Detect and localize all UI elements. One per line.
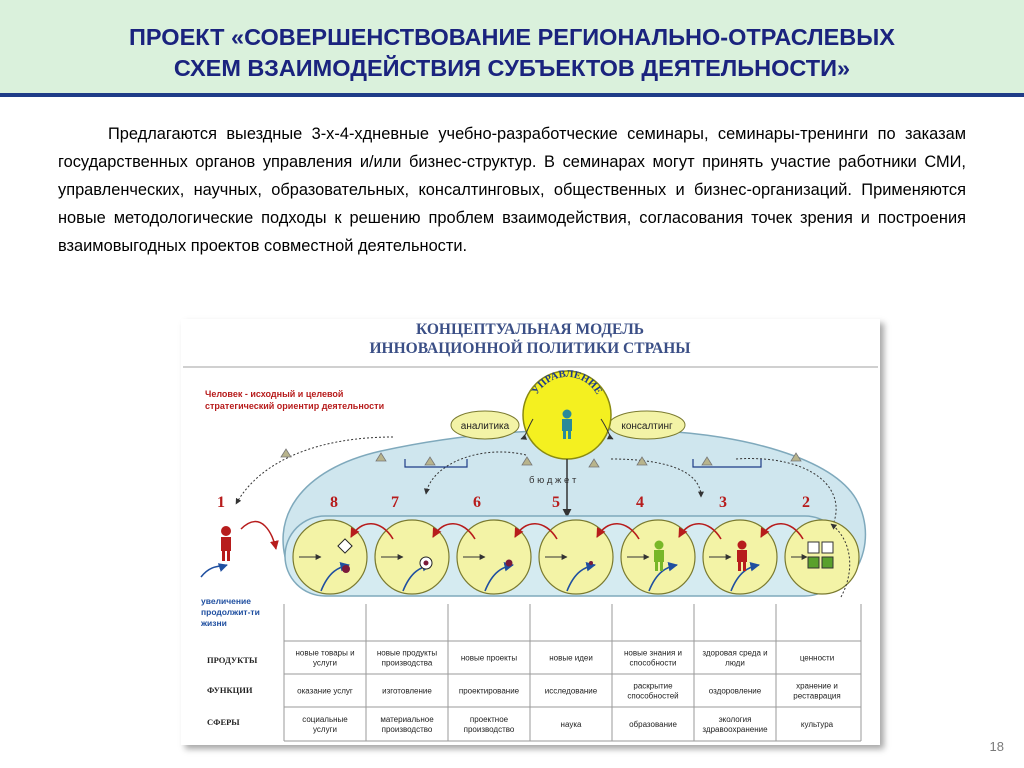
row-label-functions: ФУНКЦИИ xyxy=(207,685,253,695)
values-loop-arrow xyxy=(830,523,851,598)
life-label-line-3: жизни xyxy=(200,618,227,628)
consulting-label: консалтинг xyxy=(621,421,673,432)
cycle-number: 2 xyxy=(802,494,810,511)
triangle-marker xyxy=(424,456,436,466)
slide-title-line-2: СХЕМ ВЗАИМОДЕЙСТВИЯ СУБЪЕКТОВ ДЕЯТЕЛЬНОС… xyxy=(173,55,851,81)
cycle-number: 6 xyxy=(473,494,481,511)
orbit-arrow-left xyxy=(235,436,394,505)
human-start-icon xyxy=(221,526,231,561)
red-link xyxy=(432,522,476,540)
service-symbol-icon xyxy=(337,538,353,554)
learner-person-icon xyxy=(654,540,664,571)
red-link xyxy=(596,522,640,540)
cycle-number: 3 xyxy=(719,494,727,511)
table-cell-spheres: культура xyxy=(801,720,834,729)
production-dot-icon xyxy=(342,565,350,573)
cycle-number: 8 xyxy=(330,494,338,511)
orbit-arrow-right xyxy=(735,458,837,530)
values-grid-icon xyxy=(807,541,834,569)
triangle-marker xyxy=(588,458,600,468)
table-cell-functions: проектирование xyxy=(459,687,520,696)
description-paragraph: Предлагаются выездные 3-х-4-хдневные уче… xyxy=(58,125,966,255)
cycle-number: 5 xyxy=(552,494,560,511)
analytics-label: аналитика xyxy=(461,421,510,432)
concept-model-figure: КОНЦЕПТУАЛЬНАЯ МОДЕЛЬ ИННОВАЦИОННОЙ ПОЛИ… xyxy=(181,319,880,745)
blue-link xyxy=(566,561,596,592)
life-label-line-2: продолжит-ти xyxy=(201,607,260,617)
red-link xyxy=(514,522,558,540)
triangle-marker xyxy=(701,456,713,466)
diagram-title-line-1: КОНЦЕПТУАЛЬНАЯ МОДЕЛЬ xyxy=(416,321,644,338)
blue-link xyxy=(648,561,678,592)
product-core-icon xyxy=(423,560,429,566)
manager-person-icon xyxy=(562,409,572,439)
cycle-number-start: 1 xyxy=(217,494,225,511)
slide-title-line-1: ПРОЕКТ «СОВЕРШЕНСТВОВАНИЕ РЕГИОНАЛЬНО-ОТ… xyxy=(129,24,895,50)
triangle-marker xyxy=(790,452,802,462)
life-label-line-1: увеличение xyxy=(201,596,251,606)
resource-triangles xyxy=(280,448,802,468)
slide-header xyxy=(0,0,1024,93)
analytics-node xyxy=(450,410,520,440)
project-dot-icon xyxy=(505,559,513,567)
budget-label: б ю д ж е т xyxy=(529,475,577,486)
idea-dot-icon xyxy=(589,561,593,565)
table-cell-spheres: образование xyxy=(629,720,677,729)
orbit-arrow-mid-right xyxy=(610,458,704,498)
budget-bracket-left xyxy=(404,459,468,468)
human-to-cycle-arrow xyxy=(240,520,279,550)
triangle-marker xyxy=(280,448,292,458)
triangle-marker xyxy=(521,456,533,466)
table-cell-functions: оздоровление xyxy=(709,687,762,696)
human-note-line-1: Человек - исходный и целевой xyxy=(205,389,343,399)
cycle-red-links xyxy=(350,522,804,540)
cycle-numbers: 8 7 6 5 4 3 2 xyxy=(330,494,810,511)
red-link xyxy=(678,522,722,540)
mgmt-to-consulting-arrow xyxy=(600,418,614,440)
cycle-number: 7 xyxy=(391,494,399,511)
budget-bracket-right xyxy=(692,459,762,468)
concept-model-diagram: КОНЦЕПТУАЛЬНАЯ МОДЕЛЬ ИННОВАЦИОННОЙ ПОЛИ… xyxy=(183,321,878,742)
cycle-node xyxy=(292,519,368,595)
cycle-number: 4 xyxy=(636,494,644,511)
red-link xyxy=(350,522,394,540)
row-label-spheres: СФЕРЫ xyxy=(207,717,240,727)
triangle-marker xyxy=(636,456,648,466)
triangle-marker xyxy=(375,452,387,462)
slide-title: ПРОЕКТ «СОВЕРШЕНСТВОВАНИЕ РЕГИОНАЛЬНО-ОТ… xyxy=(0,22,1024,84)
table-cell-products: новые проекты xyxy=(461,654,517,663)
row-labels: ПРОДУКТЫ ФУНКЦИИ СФЕРЫ xyxy=(207,655,258,727)
diagram-title-line-2: ИННОВАЦИОННОЙ ПОЛИТИКИ СТРАНЫ xyxy=(369,340,690,357)
table-cell-spheres: наука xyxy=(561,720,582,729)
blue-link xyxy=(730,561,760,592)
red-link xyxy=(760,522,804,540)
human-note-line-2: стратегический ориентир деятельности xyxy=(205,401,384,411)
slide-number: 18 xyxy=(989,739,1004,754)
header-divider xyxy=(0,93,1024,97)
table-cell-products: новые идеи xyxy=(549,654,593,663)
life-extension-arrow xyxy=(200,563,228,578)
table-cell-functions: изготовление xyxy=(382,687,432,696)
healthy-person-icon xyxy=(737,540,747,571)
table-cell-functions: оказание услуг xyxy=(297,687,353,696)
table-cell-functions: исследование xyxy=(545,687,598,696)
row-label-products: ПРОДУКТЫ xyxy=(207,655,258,665)
mgmt-to-analytics-arrow xyxy=(520,418,534,440)
table-cell-products: ценности xyxy=(800,654,834,663)
classification-table-grid xyxy=(283,604,862,742)
